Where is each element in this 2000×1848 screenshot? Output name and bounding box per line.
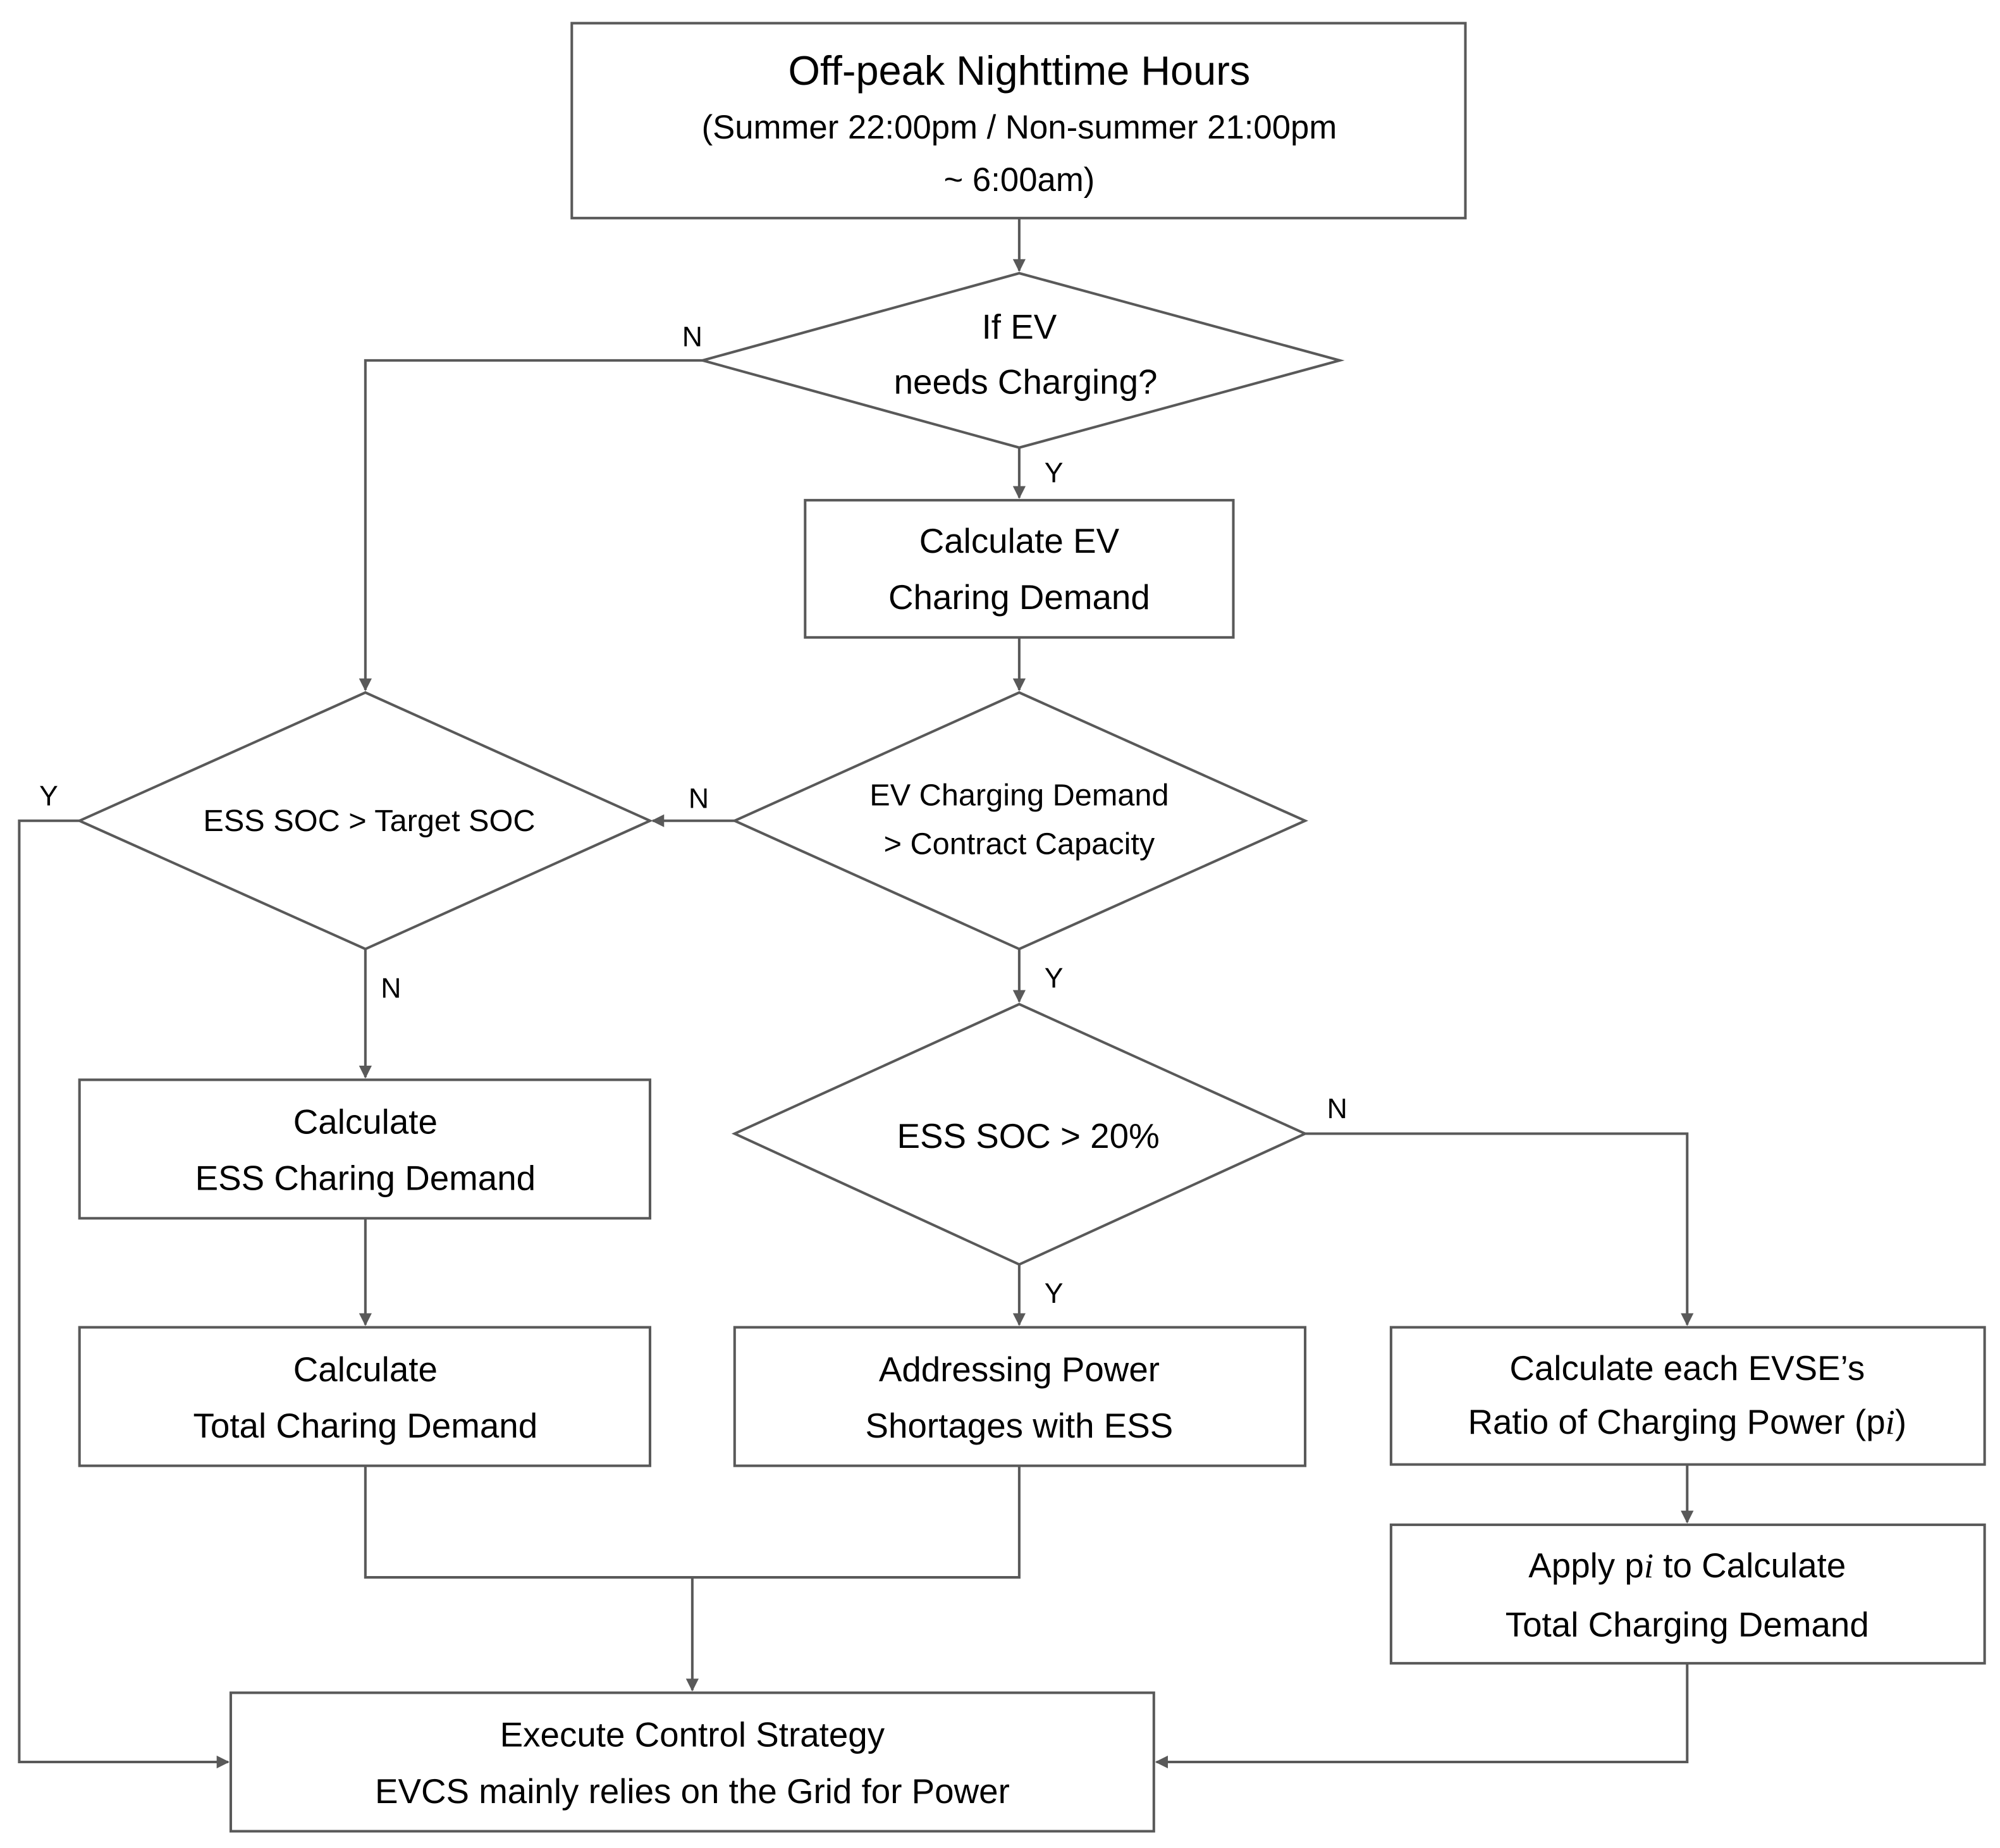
arrow-apply-to-execute: [1155, 1663, 1689, 1769]
start-line3: ~ 6:00am): [944, 161, 1095, 199]
box-text: Execute Control Strategy: [500, 1715, 885, 1754]
yes-label: Y: [1045, 1278, 1064, 1309]
box-text: Calculate EV: [919, 521, 1120, 560]
start-box: Off-peak Nighttime Hours (Summer 22:00pm…: [570, 22, 1467, 219]
connectors: [18, 218, 1694, 1769]
decision-text: ESS SOC > Target SOC: [203, 804, 535, 838]
calc-total-demand-box: Calculate Total Charing Demand: [78, 1326, 652, 1467]
calc-evse-ratio-box: Calculate each EVSE’s Ratio of Charging …: [1389, 1326, 1986, 1466]
yes-label: Y: [39, 780, 58, 811]
decision-text: If EV: [982, 307, 1057, 346]
box-text: Total Charing Demand: [193, 1406, 538, 1445]
yes-label: Y: [1045, 963, 1064, 994]
decision-text: ESS SOC > 20%: [897, 1116, 1159, 1155]
start-line2: (Summer 22:00pm / Non-summer 21:00pm: [702, 109, 1337, 146]
box-text: Addressing Power: [879, 1350, 1160, 1389]
merge-line: [364, 1465, 1021, 1579]
box-text: ESS Charing Demand: [195, 1159, 536, 1198]
address-shortage-box: Addressing Power Shortages with ESS: [733, 1326, 1307, 1467]
decision-text: > Contract Capacity: [884, 827, 1155, 861]
box-text: Apply pi to Calculate: [1528, 1546, 1846, 1585]
decision-demand-capacity: EV Charging Demand > Contract Capacity N…: [689, 691, 1309, 994]
arrow-ev-no: [359, 359, 703, 691]
no-label: N: [682, 322, 702, 353]
arrow-target-yes: [18, 819, 230, 1769]
arrow-20-no: [1305, 1132, 1694, 1326]
no-label: N: [1327, 1093, 1347, 1124]
yes-label: Y: [1045, 458, 1064, 489]
box-text: EVCS mainly relies on the Grid for Power: [375, 1771, 1010, 1811]
box-text: Ratio of Charging Power (pi): [1468, 1402, 1906, 1441]
decision-ess-20: ESS SOC > 20% N Y: [731, 1002, 1347, 1309]
box-text: Charing Demand: [888, 577, 1150, 617]
start-title: Off-peak Nighttime Hours: [788, 47, 1251, 94]
decision-ess-target-soc: ESS SOC > Target SOC Y N: [39, 691, 653, 1004]
decision-text: EV Charging Demand: [869, 778, 1169, 812]
box-text: Calculate each EVSE’s: [1509, 1348, 1865, 1388]
decision-text: needs Charging?: [894, 362, 1158, 402]
calc-ev-demand-box: Calculate EV Charing Demand: [804, 498, 1235, 639]
no-label: N: [381, 973, 401, 1004]
box-text: Total Charging Demand: [1506, 1605, 1869, 1644]
box-text: Calculate: [293, 1102, 438, 1142]
apply-pi-box: Apply pi to Calculate Total Charging Dem…: [1389, 1523, 1986, 1665]
box-text: Calculate: [293, 1350, 438, 1389]
decision-ev-needs-charging: If EV needs Charging? N Y: [682, 271, 1345, 489]
no-label: N: [689, 784, 709, 815]
box-text: Shortages with ESS: [866, 1406, 1174, 1445]
calc-ess-demand-box: Calculate ESS Charing Demand: [78, 1078, 652, 1220]
execute-box: Execute Control Strategy EVCS mainly rel…: [229, 1691, 1155, 1833]
